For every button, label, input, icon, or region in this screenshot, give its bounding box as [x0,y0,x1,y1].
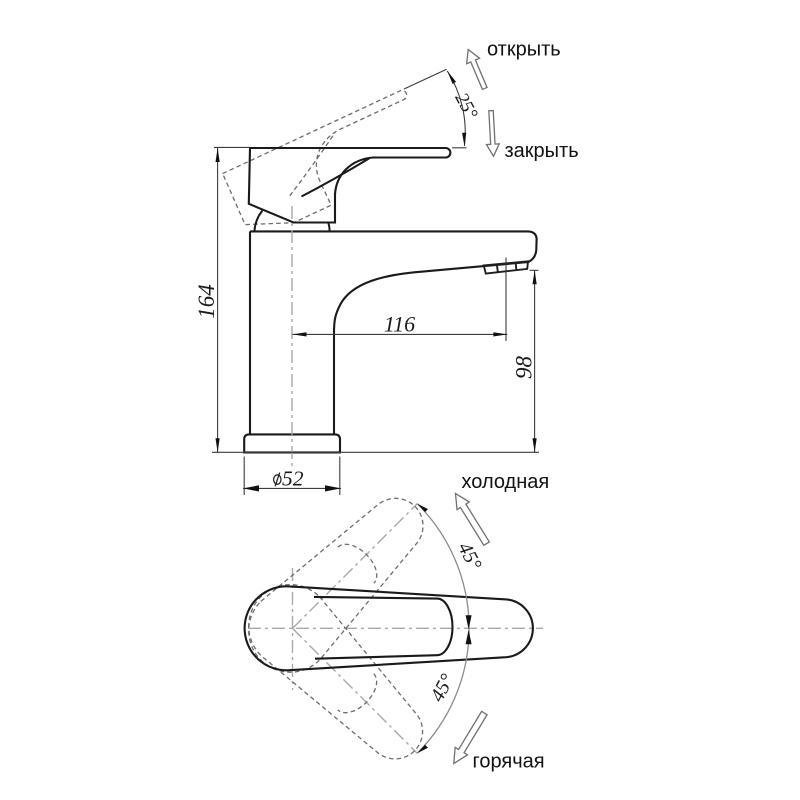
svg-text:холодная: холодная [462,471,550,493]
svg-text:98: 98 [512,356,537,380]
svg-text:52: 52 [282,467,304,491]
svg-text:горячая: горячая [473,751,545,773]
svg-text:164: 164 [194,284,219,319]
svg-text:закрыть: закрыть [505,140,579,162]
svg-text:116: 116 [384,312,415,337]
svg-text:открыть: открыть [487,39,561,61]
